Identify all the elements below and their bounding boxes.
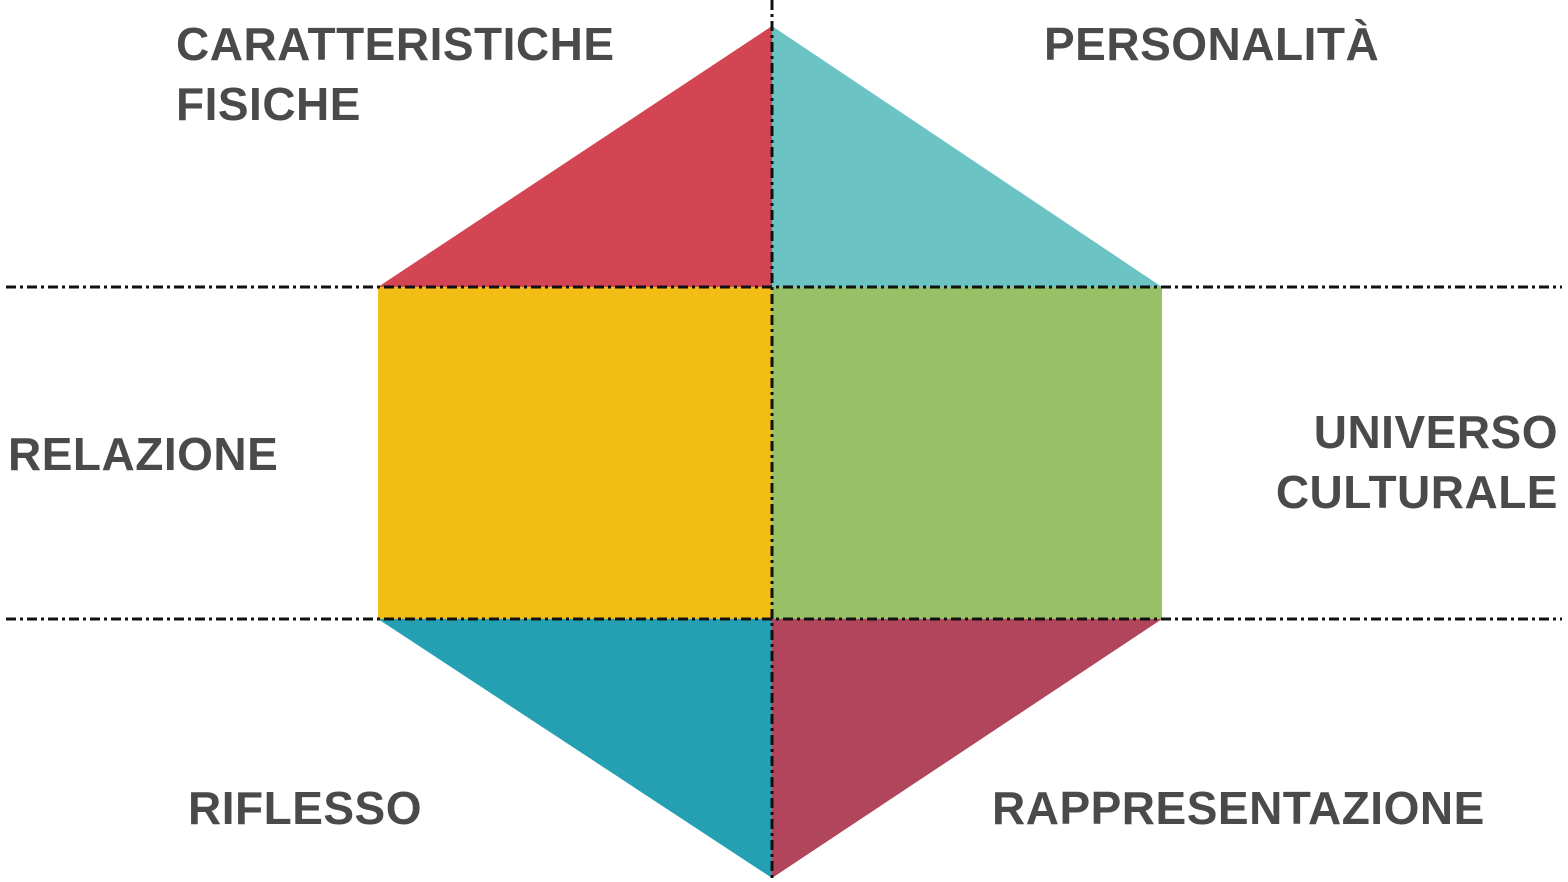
- segment-relazione: [378, 287, 772, 619]
- segment-riflesso: [378, 619, 772, 878]
- label-line: PERSONALITÀ: [1044, 18, 1380, 70]
- label-line: CULTURALE: [1275, 466, 1558, 518]
- label-line: RAPPRESENTAZIONE: [992, 782, 1485, 834]
- label-rappresentazione: RAPPRESENTAZIONE: [992, 778, 1485, 838]
- label-line: CARATTERISTICHE: [176, 18, 615, 70]
- label-caratteristiche-fisiche: CARATTERISTICHE FISICHE: [176, 14, 615, 134]
- label-line: RELAZIONE: [8, 428, 279, 480]
- segment-personalita: [772, 26, 1162, 287]
- segment-caratteristiche-fisiche: [378, 26, 772, 287]
- label-relazione: RELAZIONE: [8, 424, 278, 484]
- label-personalita: PERSONALITÀ: [1044, 14, 1379, 74]
- label-line: UNIVERSO: [1313, 406, 1558, 458]
- label-line: FISICHE: [176, 78, 361, 130]
- segment-universo-culturale: [772, 287, 1162, 619]
- segment-rappresentazione: [772, 619, 1162, 878]
- label-universo-culturale: UNIVERSO CULTURALE: [1276, 402, 1558, 522]
- label-riflesso: RIFLESSO: [188, 778, 422, 838]
- label-line: RIFLESSO: [188, 782, 423, 834]
